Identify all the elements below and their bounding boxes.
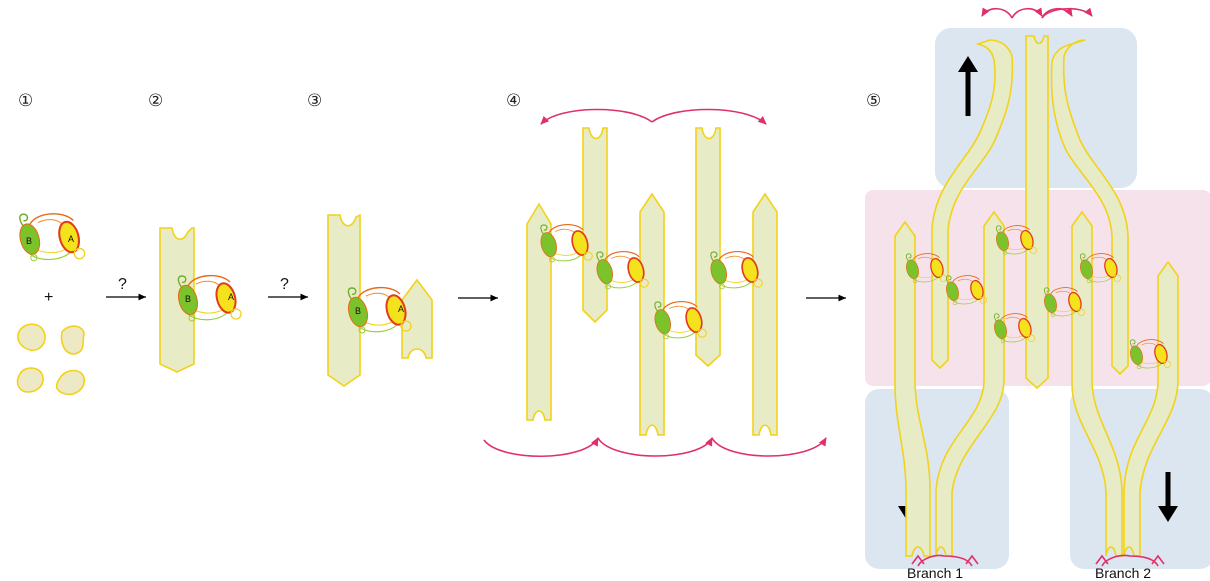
- step1-molecule: B A: [15, 212, 86, 262]
- step-number-5: ⑤: [866, 91, 881, 111]
- domain-b-label: B: [355, 306, 361, 316]
- step-number-4: ④: [506, 91, 521, 111]
- step4-network: [483, 108, 827, 458]
- step-number-3: ③: [307, 91, 322, 111]
- step-number-1: ①: [18, 91, 33, 111]
- domain-a-label: A: [68, 234, 74, 244]
- step1-monomers: [16, 323, 86, 396]
- question-mark-2: ?: [280, 276, 289, 293]
- domain-a-label: A: [398, 304, 404, 314]
- step3-filaments: B A: [327, 213, 433, 387]
- plus-sign: +: [44, 289, 53, 306]
- domain-b-label: B: [185, 294, 191, 304]
- step5-pink-arcs: [911, 7, 1165, 567]
- step2-filament: B A: [159, 227, 243, 373]
- domain-a-label: A: [228, 292, 234, 302]
- branch-2-label: Branch 2: [1095, 565, 1151, 581]
- branch-1-label: Branch 1: [907, 565, 963, 581]
- question-mark-1: ?: [118, 276, 127, 293]
- step5-filament-bundle: [894, 35, 1179, 557]
- step-number-2: ②: [148, 91, 163, 111]
- domain-b-label: B: [26, 236, 32, 246]
